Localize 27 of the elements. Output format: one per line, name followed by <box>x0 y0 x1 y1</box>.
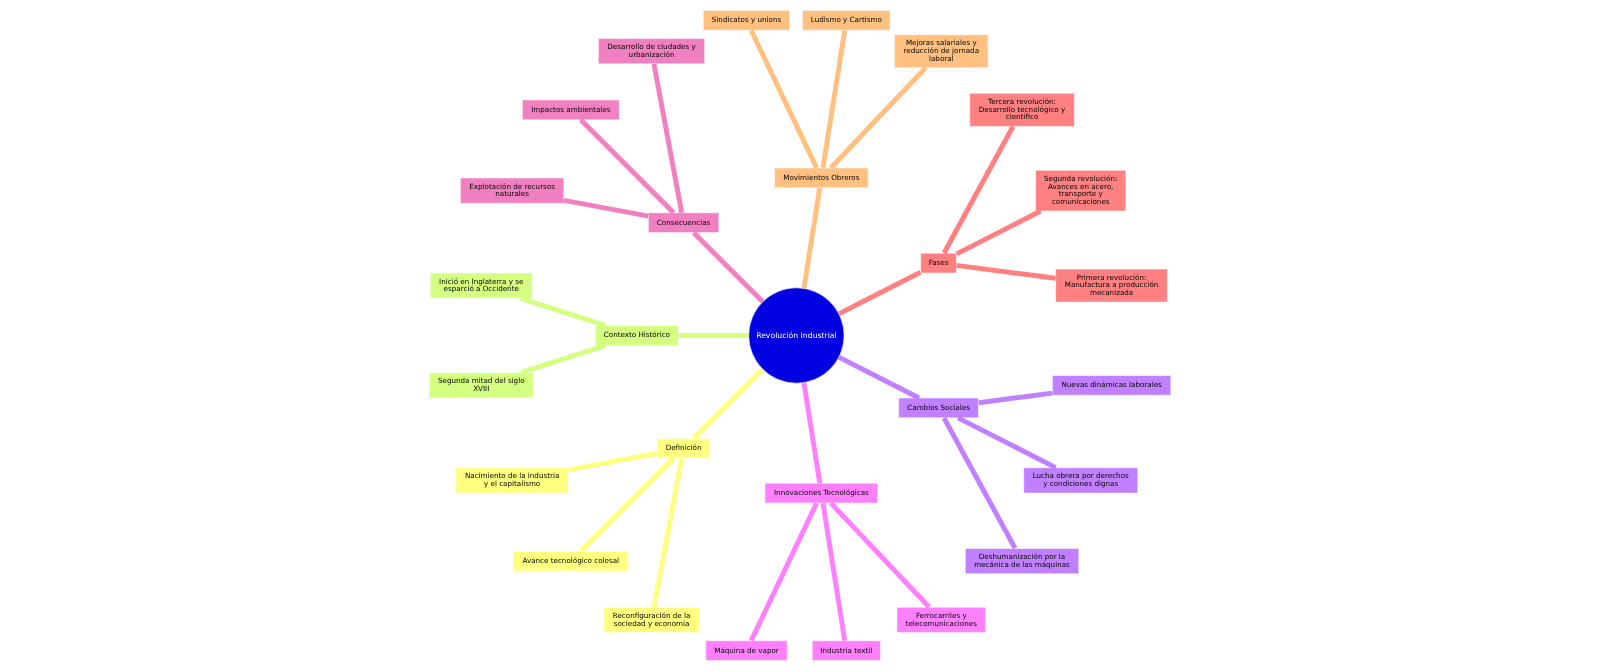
connector <box>749 502 819 642</box>
connector <box>563 197 649 219</box>
connector <box>956 262 1056 281</box>
connector <box>678 333 749 338</box>
connector <box>579 118 676 215</box>
connector <box>978 390 1053 406</box>
connector <box>567 450 658 473</box>
connector <box>801 187 823 289</box>
connector <box>691 367 765 440</box>
connector <box>801 382 823 484</box>
connector <box>820 502 848 642</box>
connector <box>837 270 922 317</box>
connector <box>941 125 1016 255</box>
connector <box>829 501 931 609</box>
connector <box>651 63 685 214</box>
connector <box>829 66 928 170</box>
connector <box>749 29 819 169</box>
connector <box>820 29 848 169</box>
connector <box>651 457 685 608</box>
connector <box>955 208 1042 257</box>
connector <box>691 231 765 304</box>
connector <box>520 343 607 376</box>
connector <box>956 415 1057 470</box>
connector <box>579 456 676 553</box>
connector <box>941 416 1018 550</box>
connector <box>837 354 921 401</box>
connector <box>520 295 607 328</box>
